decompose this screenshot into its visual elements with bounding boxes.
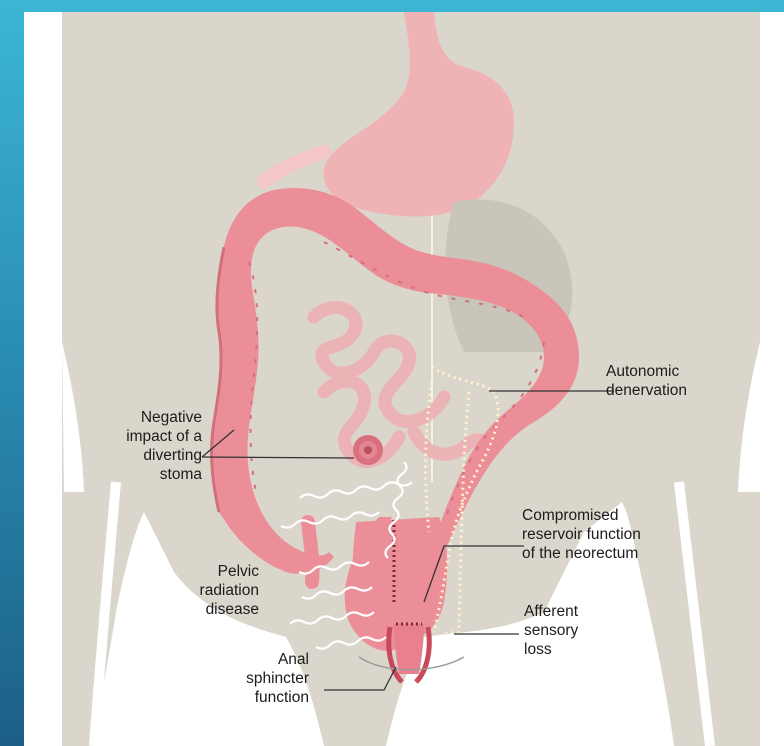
label-autonomic: Autonomic denervation [606, 362, 736, 400]
label-diverting-stoma: Negative impact of a diverting stoma [84, 408, 202, 484]
label-pelvic-radiation: Pelvic radiation disease [164, 562, 259, 619]
label-afferent: Afferent sensory loss [524, 602, 634, 659]
neorectum [352, 517, 447, 642]
label-reservoir: Compromised reservoir function of the ne… [522, 506, 702, 563]
label-anal-sphincter: Anal sphincter function [204, 650, 309, 707]
illustration-panel: Negative impact of a diverting stoma Pel… [24, 12, 784, 746]
stoma [353, 435, 383, 465]
